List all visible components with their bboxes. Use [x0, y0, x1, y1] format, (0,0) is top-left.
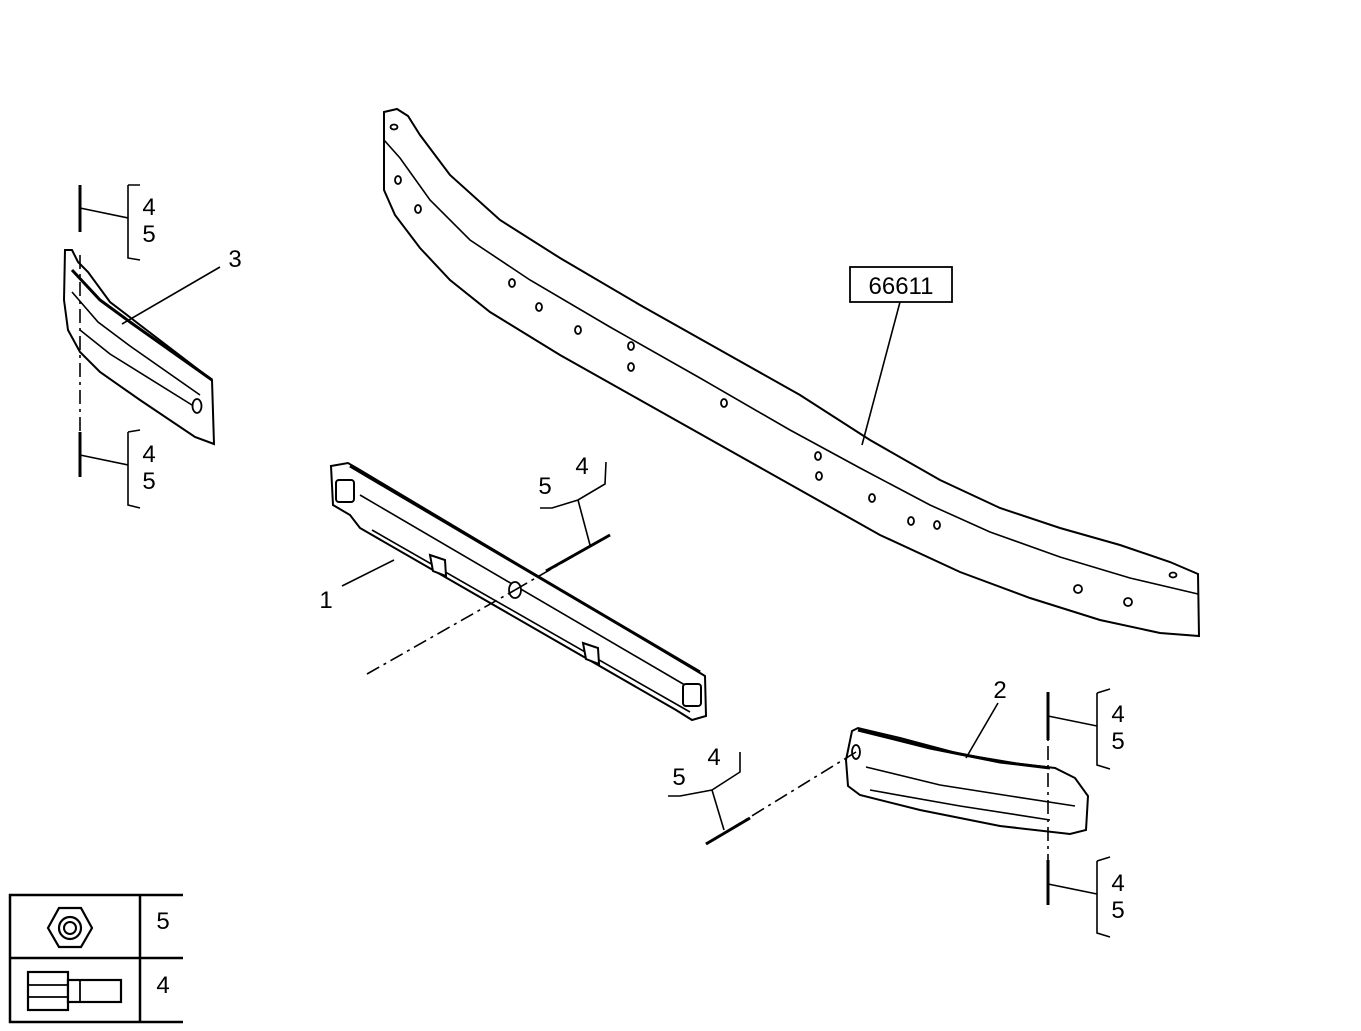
callout-b-number-4: 4: [142, 441, 155, 468]
left-end-bracket-part-3: [62, 249, 216, 446]
callout-d-number-5: 5: [672, 764, 685, 791]
legend-bolt-number: 4: [156, 972, 169, 999]
part-3-label: 3: [228, 246, 241, 273]
fastener-callout-e[interactable]: 4 5: [1046, 688, 1125, 770]
callout-f-number-4: 4: [1111, 870, 1124, 897]
legend-nut-number: 5: [156, 908, 169, 935]
reference-box[interactable]: 66611: [849, 266, 953, 446]
fastener-callout-f[interactable]: 4 5: [1046, 856, 1125, 938]
part-2-callout[interactable]: 2: [965, 677, 1007, 759]
fastener-callout-d[interactable]: 5 4: [668, 744, 751, 846]
callout-e-number-5: 5: [1111, 728, 1124, 755]
callout-b-number-5: 5: [142, 468, 155, 495]
right-end-bracket-part-2: [844, 726, 1090, 836]
fastener-callout-c[interactable]: 5 4: [538, 453, 611, 573]
fastener-callout-b[interactable]: 4 5: [78, 429, 156, 509]
hex-nut-icon: [46, 906, 94, 949]
part-3-callout[interactable]: 3: [121, 246, 242, 325]
fastener-callout-a[interactable]: 4 5: [78, 184, 156, 261]
bumper-beam-holes: [389, 123, 1178, 607]
callout-e-number-4: 4: [1111, 701, 1124, 728]
callout-a-number-4: 4: [142, 194, 155, 221]
callout-c-number-4: 4: [575, 453, 588, 480]
center-line-1: [366, 589, 516, 675]
callout-a-number-5: 5: [142, 221, 155, 248]
callout-d-number-4: 4: [707, 744, 720, 771]
fastener-legend-table: 5 4: [8, 893, 183, 1024]
part-1-label: 1: [319, 587, 332, 614]
callout-f-number-5: 5: [1111, 897, 1124, 924]
callout-c-number-5: 5: [538, 473, 551, 500]
part-1-callout[interactable]: 1: [319, 559, 395, 614]
bumper-beam: [383, 107, 1201, 638]
part-2-label: 2: [993, 677, 1006, 704]
reference-number: 66611: [869, 273, 934, 300]
center-bracket-part-1: [329, 461, 708, 722]
hex-bolt-icon: [26, 970, 123, 1012]
